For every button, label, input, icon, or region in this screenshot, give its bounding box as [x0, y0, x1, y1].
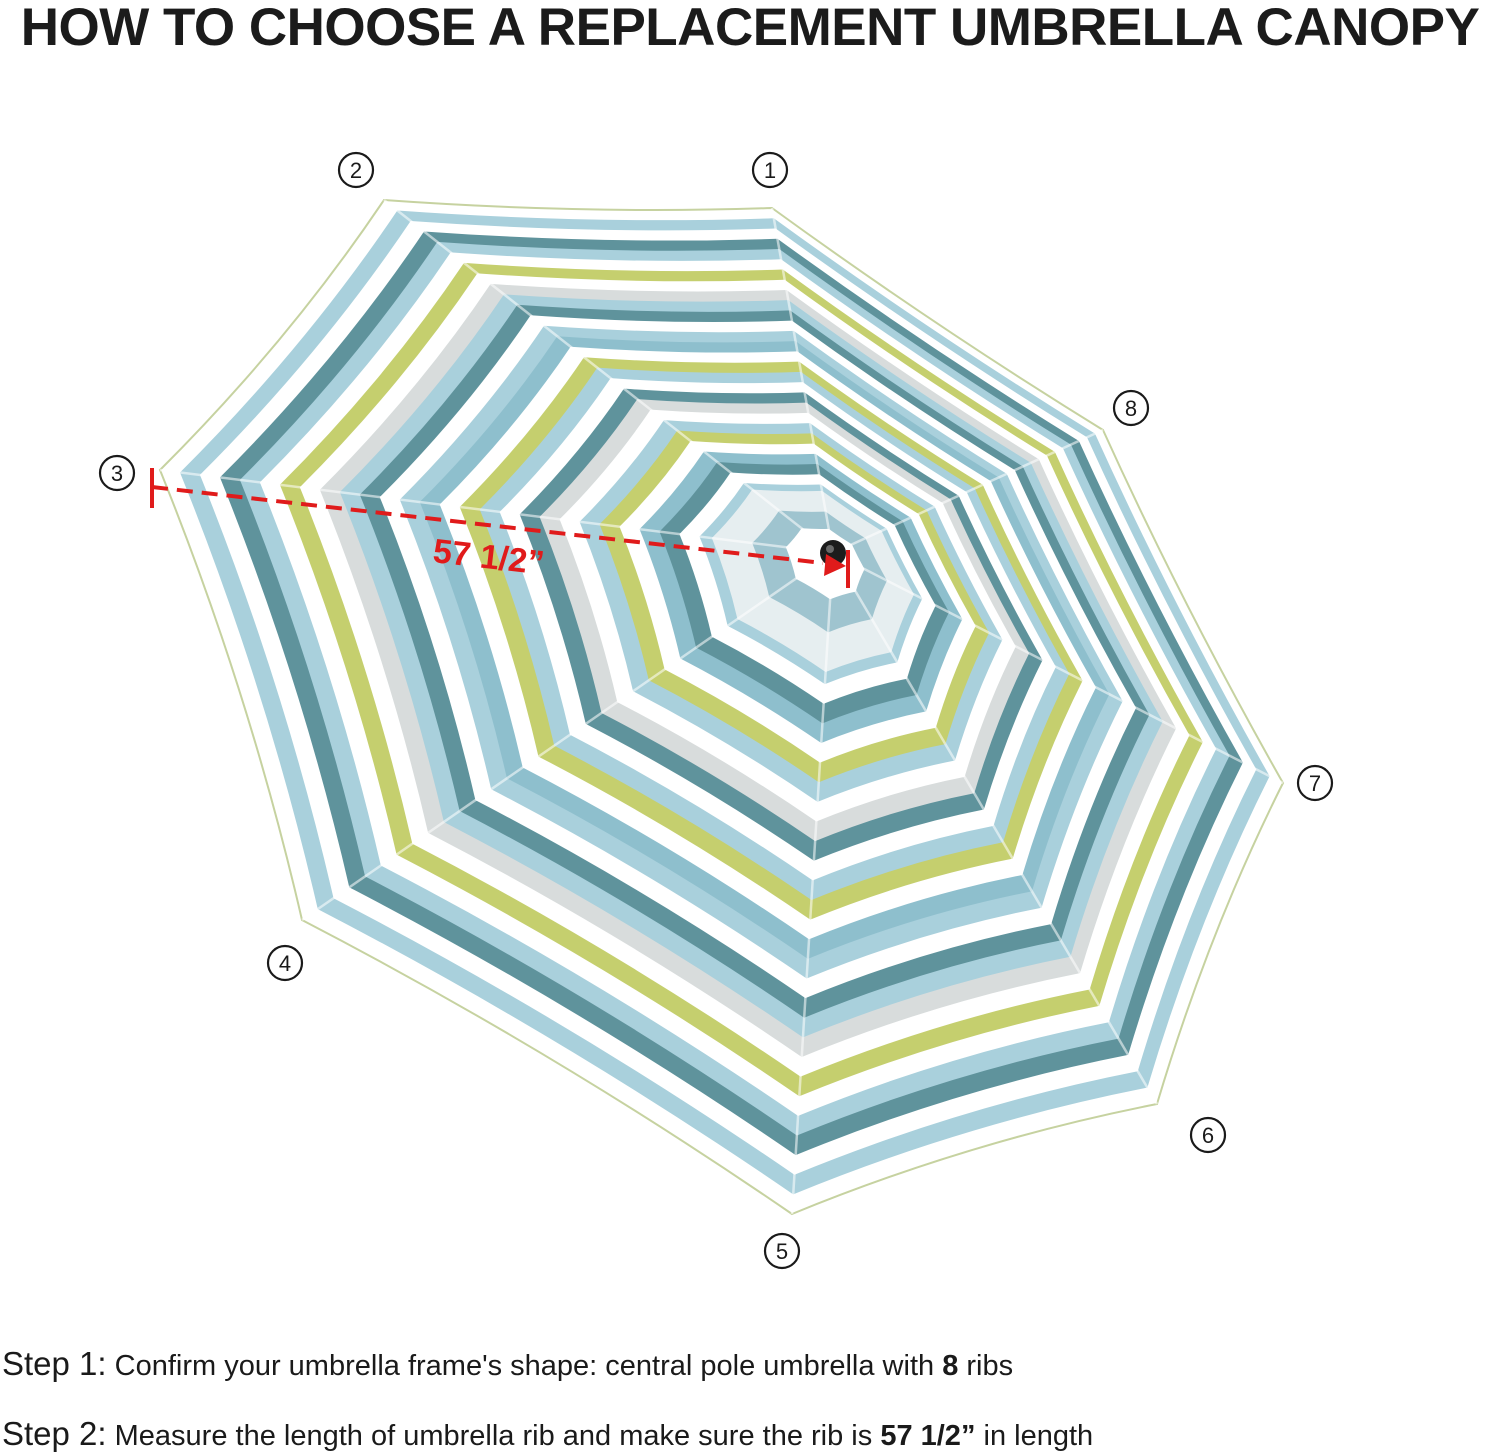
rib-marker-3: 3	[98, 454, 136, 492]
rib-markers: 1 2 3 4 5 6 7 8	[98, 151, 1334, 1270]
rib-marker-4: 4	[266, 944, 304, 982]
step-1-text-end: ribs	[958, 1350, 1014, 1382]
rib-marker-8: 8	[1112, 389, 1150, 427]
step-1: Step 1: Confirm your umbrella frame's sh…	[2, 1346, 1492, 1384]
step-2-emphasis: 57 1/2”	[880, 1420, 976, 1452]
rib-marker-circle	[751, 151, 789, 189]
rib-marker-circle	[98, 454, 136, 492]
rib-seam	[383, 199, 834, 554]
measurement-arrowhead	[824, 554, 846, 576]
rib-marker-circle	[1112, 389, 1150, 427]
rib-marker-number: 8	[1125, 396, 1137, 421]
step-1-emphasis: 8	[942, 1350, 959, 1382]
page-title: HOW TO CHOOSE A REPLACEMENT UMBRELLA CAN…	[20, 0, 1480, 57]
step-2-label: Step 2:	[2, 1415, 107, 1452]
rib-marker-number: 1	[764, 158, 776, 183]
rib-marker-number: 4	[279, 951, 291, 976]
rib-marker-number: 6	[1202, 1123, 1214, 1148]
rib-seam	[831, 552, 1159, 1105]
canopy-outline	[158, 198, 1285, 1216]
rib-seam	[301, 551, 834, 922]
rib-seam	[790, 552, 835, 1215]
measurement-dashed-line	[151, 485, 824, 565]
rib-marker-circle	[1296, 764, 1334, 802]
step-1-label: Step 1:	[2, 1345, 107, 1382]
step-2-text-end: in length	[975, 1420, 1094, 1452]
rib-seam	[159, 468, 834, 555]
rib-marker-number: 5	[776, 1239, 788, 1264]
rib-marker-1: 1	[751, 151, 789, 189]
rib-marker-5: 5	[763, 1232, 801, 1270]
rib-seam	[832, 551, 1284, 785]
canopy-ribs	[159, 199, 1284, 1215]
step-2-text: Measure the length of umbrella rib and m…	[106, 1420, 881, 1452]
step-2: Step 2: Measure the length of umbrella r…	[2, 1416, 1492, 1454]
rib-marker-circle	[266, 944, 304, 982]
rib-marker-6: 6	[1189, 1116, 1227, 1154]
umbrella-canopy	[160, 200, 1283, 1214]
rib-marker-circle	[337, 151, 375, 189]
rib-marker-number: 3	[111, 461, 123, 486]
rib-marker-number: 2	[350, 158, 362, 183]
rib-marker-2: 2	[337, 151, 375, 189]
hub-cap-highlight	[826, 545, 834, 553]
rib-marker-number: 7	[1309, 771, 1321, 796]
rib-marker-circle	[763, 1232, 801, 1270]
rib-seam	[832, 428, 1104, 555]
rib-marker-circle	[1189, 1116, 1227, 1154]
rib-marker-7: 7	[1296, 764, 1334, 802]
step-1-text: Confirm your umbrella frame's shape: cen…	[106, 1350, 943, 1382]
rib-seam	[770, 207, 835, 554]
